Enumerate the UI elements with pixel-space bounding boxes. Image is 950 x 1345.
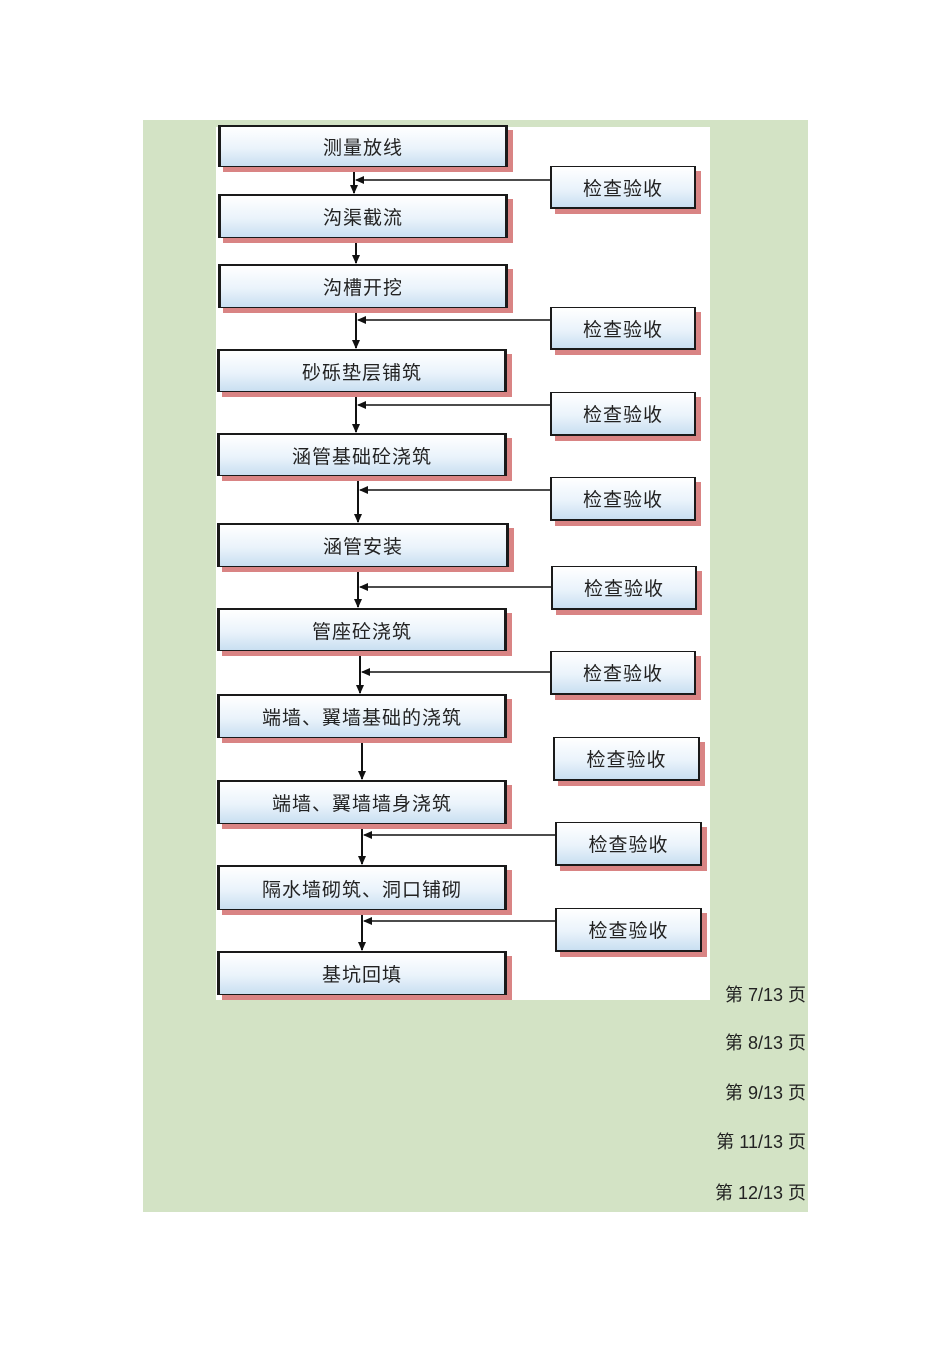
page-number-label: 第 11/13 页 <box>716 1132 806 1152</box>
check-box-3: 检查验收 <box>550 392 696 436</box>
step-label: 端墙、翼墙基础的浇筑 <box>261 707 462 729</box>
step-label: 沟渠截流 <box>322 207 403 229</box>
check-box-7: 检查验收 <box>553 737 700 781</box>
check-box-9: 检查验收 <box>555 908 702 952</box>
step-box-7: 管座砼浇筑 <box>217 608 507 651</box>
step-label: 端墙、翼墙墙身浇筑 <box>271 793 452 815</box>
step-box-2: 沟渠截流 <box>218 194 508 238</box>
step-label: 管座砼浇筑 <box>311 620 412 643</box>
step-box-8: 端墙、翼墙基础的浇筑 <box>217 694 507 738</box>
page-number-label: 第 12/13 页 <box>714 1183 806 1203</box>
step-box-6: 涵管安装 <box>217 523 509 567</box>
flowchart-connectors <box>350 167 555 951</box>
check-box-4: 检查验收 <box>550 477 696 521</box>
check-box-2: 检查验收 <box>550 307 696 350</box>
check-box-1: 检查验收 <box>550 166 696 209</box>
page-number-label: 第 8/13 页 <box>724 1033 806 1053</box>
step-label: 砂砾垫层铺筑 <box>301 361 422 384</box>
check-label: 检查验收 <box>582 489 663 511</box>
step-box-3: 沟槽开挖 <box>218 264 508 308</box>
step-label: 隔水墙砌筑、洞口铺砌 <box>261 878 462 901</box>
check-label: 检查验收 <box>586 749 667 771</box>
flowchart: 测量放线 沟渠截流 沟槽开挖 砂砾垫层铺筑 涵管基础砼浇筑 涵管安装 管座砼浇筑… <box>216 125 710 1000</box>
step-box-11: 基坑回填 <box>217 951 507 995</box>
step-label: 涵管基础砼浇筑 <box>291 445 432 468</box>
step-box-9: 端墙、翼墙墙身浇筑 <box>217 780 507 824</box>
page-number-label: 第 9/13 页 <box>724 1083 806 1103</box>
check-label: 检查验收 <box>582 663 663 685</box>
step-label: 基坑回填 <box>321 964 402 986</box>
check-label: 检查验收 <box>588 834 669 856</box>
check-label: 检查验收 <box>582 318 663 341</box>
step-box-10: 隔水墙砌筑、洞口铺砌 <box>217 865 507 910</box>
page-number-label: 第 7/13 页 <box>724 985 806 1005</box>
step-box-4: 砂砾垫层铺筑 <box>217 349 507 392</box>
check-box-6: 检查验收 <box>550 651 696 695</box>
check-box-8: 检查验收 <box>555 822 702 866</box>
step-box-1: 测量放线 <box>218 125 508 167</box>
step-label: 沟槽开挖 <box>322 277 403 299</box>
check-label: 检查验收 <box>583 578 664 600</box>
step-box-5: 涵管基础砼浇筑 <box>217 433 507 476</box>
step-label: 涵管安装 <box>322 536 403 558</box>
check-label: 检查验收 <box>588 920 669 942</box>
step-label: 测量放线 <box>322 137 403 159</box>
check-label: 检查验收 <box>582 404 663 426</box>
check-label: 检查验收 <box>582 177 663 200</box>
check-box-5: 检查验收 <box>551 566 697 610</box>
